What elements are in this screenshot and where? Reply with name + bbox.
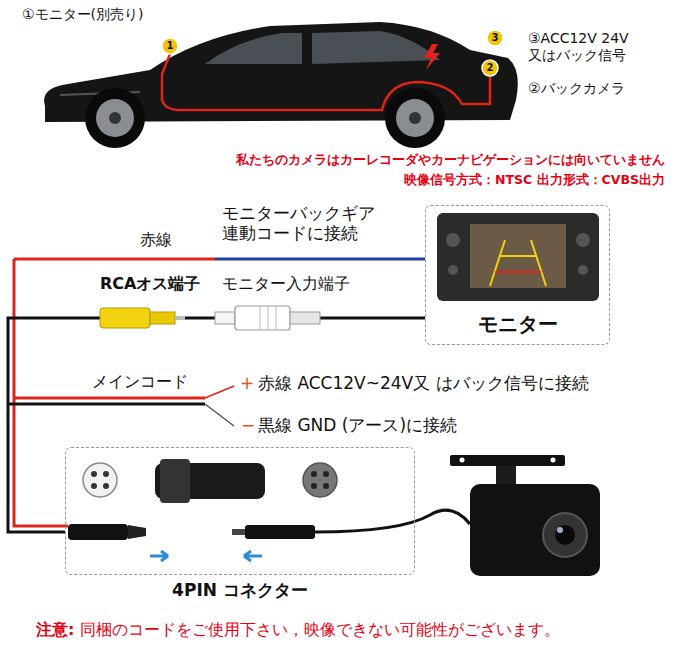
car-illustration-part (487, 30, 503, 46)
callout-text: ③ACC12V 24V 又はバック信号 (528, 30, 634, 64)
camera-illustration (450, 455, 600, 576)
camera-illustration-part (551, 458, 556, 463)
car-illustration (44, 22, 518, 148)
car-illustration-part (205, 33, 302, 64)
box-label: 4PIN コネクター (66, 580, 414, 600)
connector-illustration-part (311, 483, 317, 489)
monitor-illustration-part (448, 265, 458, 275)
monitor-input-plug-part (290, 312, 320, 324)
wires-part (205, 386, 234, 398)
car-illustration-part (396, 99, 434, 137)
connector-illustration-part (323, 471, 329, 477)
car-illustration-part (424, 44, 440, 70)
connector-illustration-part (103, 483, 109, 489)
connector-illustration-part (83, 463, 117, 497)
camera-illustration-part (470, 484, 600, 576)
rca-male-plug (100, 308, 185, 328)
notice-heading: 注意: (36, 620, 74, 639)
monitor-illustration-part (470, 224, 566, 288)
monitor-illustration-part (495, 271, 541, 273)
connector-illustration-part (311, 471, 317, 477)
car-illustration-part (96, 99, 134, 137)
wires-part (14, 258, 215, 261)
car-illustration-part (482, 60, 498, 76)
monitor-illustration-part (576, 233, 590, 247)
car-illustration-part (162, 54, 490, 110)
car-illustration-part (409, 112, 421, 124)
terminal-name: モニター入力端子 (222, 274, 350, 293)
rca-male-plug-part (150, 312, 175, 324)
callout-number: 3 (492, 32, 499, 44)
car-illustration-part (312, 31, 440, 64)
wire-note: 黒線 GND (アース)に接続 (258, 415, 457, 435)
connector-illustration-part (315, 510, 470, 532)
monitor-box: モニター (425, 205, 610, 345)
wires-part (215, 258, 425, 261)
warning-note: 私たちのカメラはカーレコーダやカーナビゲーションには向いていません (236, 152, 665, 167)
terminal-name: RCAオス端子 (100, 274, 200, 293)
callout-text: ②バックカメラ (528, 80, 625, 97)
camera-illustration-part (543, 513, 587, 557)
connector-illustration (68, 459, 470, 561)
connector-illustration-part (68, 524, 128, 540)
callout-number: 1 (167, 40, 174, 52)
monitor-illustration (437, 213, 599, 301)
monitor-input-plug (215, 306, 320, 330)
connector-illustration-part (160, 459, 190, 503)
polarity-sign: − (241, 415, 255, 435)
connector-illustration-part (91, 483, 97, 489)
wire-note: 赤線 ACC12V~24V又 はバック信号に接続 (258, 373, 589, 393)
wire-name: 赤線 (140, 230, 172, 249)
connector-illustration-part (244, 551, 262, 561)
monitor-illustration-part (437, 213, 599, 301)
notice-text: 同梱のコードをご使用下さい，映像できない可能性がございます。 (80, 620, 560, 639)
connector-illustration-part (232, 529, 246, 535)
connector-illustration-part (128, 525, 146, 539)
cable-name: メインコード (92, 372, 188, 391)
car-illustration-part (85, 88, 145, 148)
connector-illustration-part (150, 551, 168, 561)
rca-male-plug-part (100, 308, 150, 328)
polarity-sign: + (240, 373, 254, 393)
monitor-illustration-part (578, 265, 588, 275)
car-illustration-part (109, 112, 121, 124)
monitor-input-plug-part (260, 306, 276, 330)
monitor-input-plug-part (215, 312, 235, 324)
wires-part (8, 403, 205, 406)
rca-male-plug-part (175, 316, 185, 320)
connector-illustration-part (103, 471, 109, 477)
monitor-illustration-part (500, 255, 536, 257)
camera-illustration-part (557, 527, 563, 533)
spec-note: 映像信号方式：NTSC 出力形式：CVBS出力 (404, 172, 665, 187)
wire-note: モニターバックギア 連動コードに接続 (222, 203, 384, 244)
wires-part (14, 259, 205, 526)
camera-illustration-part (460, 458, 465, 463)
connector-illustration-part (91, 471, 97, 477)
connector-illustration-part (303, 463, 337, 497)
callout-text: ①モニター(別売り) (22, 6, 143, 23)
monitor-illustration-part (490, 240, 546, 286)
connector-illustration-part (245, 525, 315, 539)
connector-illustration-part (323, 483, 329, 489)
camera-illustration-part (450, 455, 565, 466)
connector-box: 4PIN コネクター (65, 447, 415, 575)
wires-part (205, 404, 234, 426)
car-illustration-part (162, 38, 178, 54)
callout-number: 2 (487, 62, 494, 74)
box-label: モニター (426, 312, 609, 336)
monitor-illustration-part (446, 233, 460, 247)
car-illustration-part (385, 88, 445, 148)
monitor-input-plug-part (235, 306, 290, 330)
camera-illustration-part (555, 525, 575, 545)
